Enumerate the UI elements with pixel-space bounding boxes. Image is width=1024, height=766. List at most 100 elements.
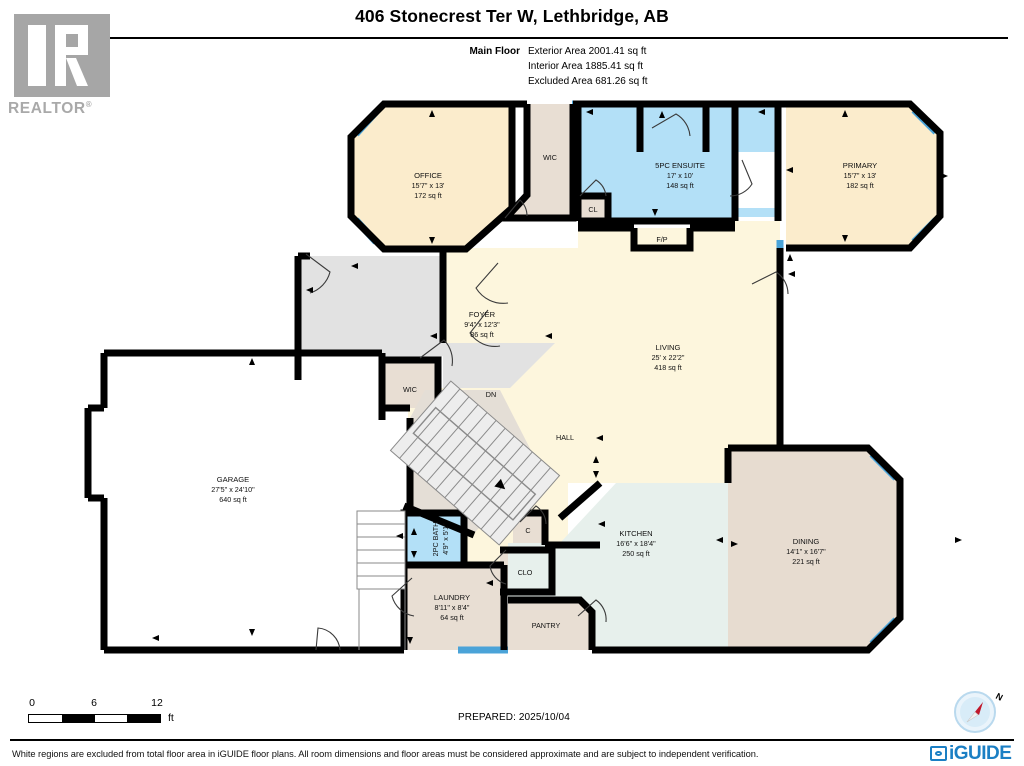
- compass-rose: N: [952, 686, 1004, 736]
- room-label-ensuite: 5PC ENSUITE 17' x 10' 148 sq ft: [655, 161, 705, 190]
- room-name-2pc-bath: 2PC BATH: [431, 522, 440, 557]
- room-area-garage: 640 sq ft: [219, 495, 247, 504]
- room-label-wic-top: WIC: [543, 153, 557, 162]
- room-label-dn: DN: [486, 390, 496, 399]
- room-area-dining: 221 sq ft: [792, 557, 820, 566]
- realtor-r-mark: [14, 14, 110, 97]
- room-name-dn: DN: [486, 390, 496, 399]
- room-dim-foyer: 9'4" x 12'3": [464, 320, 500, 329]
- room-area-office: 172 sq ft: [414, 191, 442, 200]
- garage-stairs-lower: [358, 589, 406, 650]
- room-label-cl: CL: [588, 205, 597, 214]
- footer-divider: [10, 739, 1014, 741]
- disclaimer-text: White regions are excluded from total fl…: [12, 749, 759, 759]
- room-label-laundry: LAUNDRY 8'11" x 8'4" 64 sq ft: [434, 593, 470, 622]
- room-dim-ensuite: 17' x 10': [667, 171, 694, 180]
- interior-area-text: Interior Area 1885.41 sq ft: [528, 61, 644, 72]
- staircase: [389, 380, 561, 546]
- room-name-laundry: LAUNDRY: [434, 593, 470, 602]
- header-divider: [16, 37, 1008, 39]
- scale-tick-0: 0: [29, 697, 35, 709]
- room-label-hall: HALL: [556, 433, 574, 442]
- room-name-living: LIVING: [656, 343, 681, 352]
- scale-tick-6: 6: [91, 697, 97, 709]
- floor-summary: Main Floor Exterior Area 2001.41 sq ft I…: [452, 44, 782, 89]
- scale-unit-label: ft: [168, 712, 174, 724]
- garage-stairs: [356, 510, 406, 590]
- realtor-logo: REALTOR®: [8, 14, 128, 130]
- room-fill-wic-top: [506, 104, 573, 218]
- room-area-foyer: 86 sq ft: [470, 330, 494, 339]
- excluded-area-text: Excluded Area 681.26 sq ft: [528, 76, 648, 87]
- room-fill-foyer: [298, 256, 443, 378]
- room-label-foyer: FOYER 9'4" x 12'3" 86 sq ft: [464, 310, 500, 339]
- room-name-pantry: PANTRY: [532, 621, 561, 630]
- room-name-office: OFFICE: [414, 171, 442, 180]
- room-dim-garage: 27'5" x 24'10": [211, 485, 255, 494]
- room-label-clo: CLO: [518, 568, 533, 577]
- room-label-living: LIVING 25' x 22'2" 418 sq ft: [652, 343, 685, 372]
- prepared-date: PREPARED: 2025/10/04: [458, 712, 570, 723]
- room-name-ensuite: 5PC ENSUITE: [655, 161, 705, 170]
- door-swings: [305, 113, 789, 651]
- realtor-wordmark-text: REALTOR: [8, 100, 86, 118]
- floor-area-list: Exterior Area 2001.41 sq ft Interior Are…: [528, 44, 782, 89]
- room-area-ensuite: 148 sq ft: [666, 181, 694, 190]
- room-dim-living: 25' x 22'2": [652, 353, 685, 362]
- room-fill-pantry: [508, 600, 592, 650]
- iguide-wordmark: iGUIDE: [949, 742, 1012, 764]
- room-fill-cl: [578, 196, 608, 221]
- room-name-clo: CLO: [518, 568, 533, 577]
- room-fill-kitchen: [508, 483, 728, 650]
- compass-north-label: N: [994, 691, 1004, 703]
- room-label-2pc-bath: 2PC BATH 4'9" x 5'1": [431, 522, 450, 557]
- registered-mark: ®: [85, 100, 93, 109]
- room-label-garage: GARAGE 27'5" x 24'10" 640 sq ft: [211, 475, 255, 504]
- header: 406 Stonecrest Ter W, Lethbridge, AB: [0, 0, 1024, 44]
- scale-bar-group: 0 6 12 ft: [28, 697, 198, 733]
- room-name-fp: F/P: [656, 235, 667, 244]
- scale-seg-4: [127, 715, 160, 722]
- room-dim-primary: 15'7" x 13': [844, 171, 877, 180]
- page-title: 406 Stonecrest Ter W, Lethbridge, AB: [355, 6, 669, 26]
- room-name-primary: PRIMARY: [843, 161, 877, 170]
- thin-wall-lines: [103, 356, 866, 449]
- room-label-office: OFFICE 15'7" x 13' 172 sq ft: [412, 171, 445, 200]
- room-dim-office: 15'7" x 13': [412, 181, 445, 190]
- room-fill-garage: [88, 353, 382, 650]
- exterior-area-text: Exterior Area 2001.41 sq ft: [528, 46, 647, 57]
- room-dim-kitchen: 16'6" x 18'4": [616, 539, 656, 548]
- realtor-wordmark: REALTOR®: [8, 100, 128, 118]
- room-name-cl: CL: [588, 205, 597, 214]
- room-name-kitchen: KITCHEN: [619, 529, 652, 538]
- view-direction-arrows: [152, 109, 962, 644]
- room-area-laundry: 64 sq ft: [440, 613, 464, 622]
- scale-seg-3: [94, 715, 128, 722]
- scale-bar: [28, 714, 161, 723]
- room-fill-primary: [786, 104, 940, 248]
- room-dim-laundry: 8'11" x 8'4": [435, 603, 470, 612]
- camera-icon: [930, 745, 947, 761]
- room-fill-laundry: [404, 565, 504, 650]
- room-name-garage: GARAGE: [217, 475, 250, 484]
- floor-label: Main Floor: [469, 46, 520, 57]
- room-name-wic-top: WIC: [543, 153, 557, 162]
- room-label-kitchen: KITCHEN 16'6" x 18'4" 250 sq ft: [616, 529, 656, 558]
- room-dim-dining: 14'1" x 16'7": [786, 547, 826, 556]
- room-area-primary: 182 sq ft: [846, 181, 874, 190]
- room-label-primary: PRIMARY 15'7" x 13' 182 sq ft: [843, 161, 877, 190]
- room-label-fp: F/P: [656, 235, 667, 244]
- room-fill-foyer-angle: [443, 343, 555, 388]
- room-name-dining: DINING: [793, 537, 820, 546]
- room-name-c: C: [525, 526, 530, 535]
- room-area-kitchen: 250 sq ft: [622, 549, 650, 558]
- room-fill-kitchen-notch: [508, 543, 560, 600]
- room-fill-dining: [728, 448, 900, 650]
- room-label-pantry: PANTRY: [532, 621, 561, 630]
- room-fill-office: [351, 104, 512, 249]
- iguide-logo: iGUIDE: [930, 742, 1020, 764]
- room-area-living: 418 sq ft: [654, 363, 682, 372]
- room-name-hall: HALL: [556, 433, 574, 442]
- floor-plan-drawing: OFFICE 15'7" x 13' 172 sq ft WIC 5PC ENS…: [0, 88, 1024, 668]
- room-dim-2pc-bath: 4'9" x 5'1": [441, 523, 450, 555]
